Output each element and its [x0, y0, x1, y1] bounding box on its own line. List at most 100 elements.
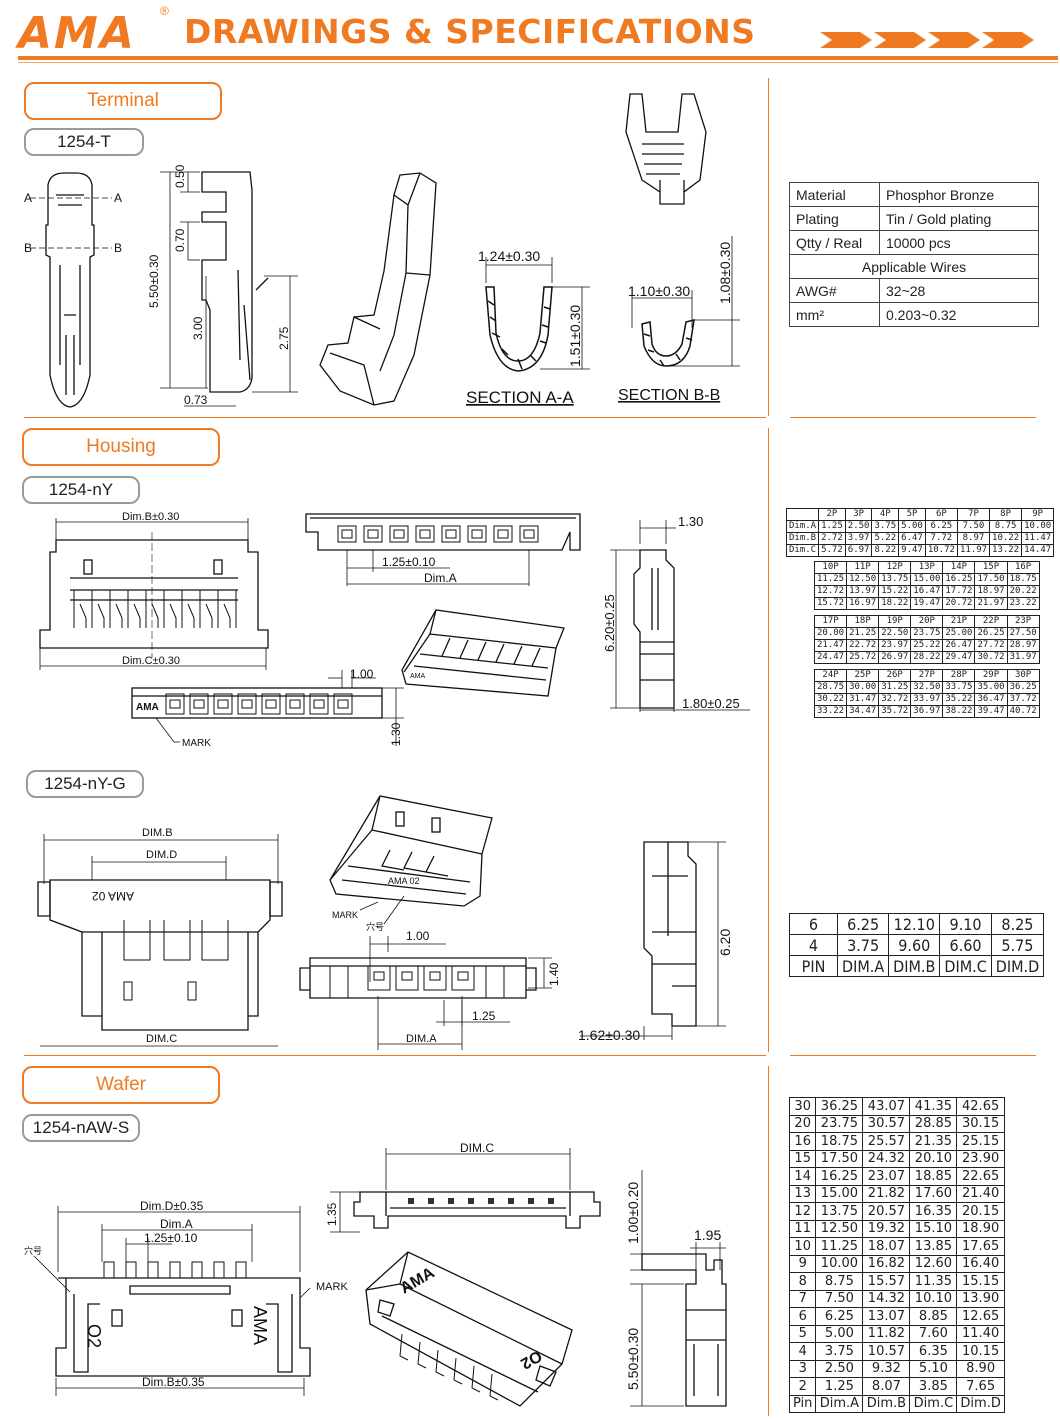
- dim-275: 2.75: [277, 326, 291, 350]
- table-cell: 30.00: [846, 681, 880, 694]
- table-cell: 2.72: [818, 532, 846, 545]
- wafer-perspective-view: AMA O2: [365, 1251, 573, 1407]
- table-cell: 10P: [813, 561, 848, 574]
- table-cell: 16.40: [956, 1254, 1005, 1273]
- spec-row-wires: Applicable Wires: [789, 254, 1039, 279]
- table-cell: 33.97: [910, 693, 944, 706]
- dim-125-g: 1.25: [472, 1009, 496, 1023]
- table-cell: 22.50: [878, 627, 912, 640]
- table-cell: 9P: [1021, 508, 1055, 521]
- table-cell: 15.72: [813, 597, 848, 610]
- table-cell: 25.72: [846, 651, 880, 664]
- table-cell: 19.47: [910, 597, 944, 610]
- housing-bottom-view: AMA MARK 1.00 1.30: [131, 667, 404, 749]
- table-cell: 14.32: [862, 1289, 911, 1308]
- table-cell: 21.40: [956, 1184, 1005, 1203]
- table-cell: 5.75: [990, 934, 1045, 956]
- table-cell: Dim.B: [785, 532, 820, 545]
- ama-mark-wafer: AMA: [250, 1306, 270, 1345]
- table-cell: 27P: [910, 669, 944, 682]
- column-divider-wafer: [768, 1066, 769, 1416]
- table-cell: Dim.A: [785, 520, 820, 533]
- section-b-b-drawing: 1.10±0.30 1.08±0.30 SECTION B-B: [618, 236, 740, 404]
- table-cell: 10.00: [815, 1254, 864, 1273]
- table-cell: 17.50: [974, 573, 1008, 586]
- table-cell: 33.75: [942, 681, 976, 694]
- section-a-a-drawing: 1.24±0.30 1.51±0.30 SECTION A-A: [466, 248, 590, 407]
- dim-135-wafer: 1.35: [325, 1202, 339, 1226]
- housing-g-side-view: 6.20 1.62±0.30: [578, 841, 733, 1043]
- table-cell: 3.75: [871, 520, 900, 533]
- dim-140-g: 1.40: [547, 962, 561, 986]
- table-cell: 10.72: [924, 544, 958, 557]
- table-cell: 20.10: [909, 1149, 958, 1168]
- table-cell: 6.25: [836, 913, 890, 935]
- table-cell: 17.65: [956, 1237, 1005, 1256]
- housing-g-bottom-view: 1.00 1.40 1.25 DIM.A: [299, 929, 561, 1050]
- dim-130-housing-bottom: 1.30: [389, 722, 403, 746]
- housing-g-part-number: 1254-nY-G: [26, 770, 144, 798]
- table-cell: 18.90: [956, 1219, 1005, 1238]
- dim-b-housing: Dim.B±0.30: [122, 511, 179, 523]
- wafer-section-label: Wafer: [22, 1066, 220, 1104]
- table-cell: 8.07: [862, 1377, 911, 1396]
- table-cell: 23.97: [878, 639, 912, 652]
- table-cell: 11.82: [862, 1324, 911, 1343]
- table-cell: DIM.A: [836, 955, 890, 977]
- dim-c-housing: Dim.C±0.30: [122, 655, 180, 667]
- table-cell: 6: [789, 913, 838, 935]
- table-cell: 5.22: [871, 532, 900, 545]
- table-cell: 6.60: [939, 934, 992, 956]
- table-cell: 26P: [878, 669, 912, 682]
- table-cell: 5: [788, 1324, 817, 1343]
- table-cell: 28.75: [813, 681, 848, 694]
- housing-top-view: 1.25±0.10 Dim.A: [305, 513, 581, 586]
- wafer-front-view: Dim.D±0.35 Dim.A 1.25±0.10 Dim.B±0.35 穴号…: [24, 1199, 348, 1396]
- wafer-part-number: 1254-nAW-S: [22, 1114, 140, 1142]
- table-cell: 18.07: [862, 1237, 911, 1256]
- table-cell: 7.60: [909, 1324, 958, 1343]
- table-cell: 11.40: [956, 1324, 1005, 1343]
- table-cell: 8: [788, 1272, 817, 1291]
- dim-300: 3.00: [191, 316, 205, 340]
- table-cell: 8.75: [989, 520, 1023, 533]
- table-cell: 13.75: [878, 573, 912, 586]
- section-a-a-label: SECTION A-A: [466, 388, 574, 407]
- spec-row-plating: Plating Tin / Gold plating: [789, 206, 1039, 231]
- table-cell: 3P: [844, 508, 873, 521]
- table-cell: [785, 508, 820, 521]
- table-cell: 10: [788, 1237, 817, 1256]
- table-cell: 14P: [942, 561, 976, 574]
- table-cell: 25.15: [956, 1132, 1005, 1151]
- spec-row-mm2: mm² 0.203~0.32: [789, 302, 1039, 327]
- table-cell: 16.25: [815, 1167, 864, 1186]
- spec-header: Applicable Wires: [789, 254, 1039, 279]
- table-cell: 30.15: [956, 1114, 1005, 1133]
- dim-050: 0.50: [173, 164, 187, 188]
- table-cell: 5.00: [898, 520, 926, 533]
- table-cell: 24P: [813, 669, 848, 682]
- table-cell: 24.32: [862, 1149, 911, 1168]
- table-cell: 23.75: [910, 627, 944, 640]
- table-cell: 16.25: [942, 573, 976, 586]
- table-cell: 11.25: [813, 573, 848, 586]
- table-cell: 43.07: [862, 1097, 911, 1116]
- table-cell: 23.07: [862, 1167, 911, 1186]
- table-cell: 18.97: [974, 585, 1008, 598]
- table-cell: 7.72: [924, 532, 958, 545]
- header-rule-thin: [18, 62, 1058, 63]
- table-cell: 36.25: [815, 1097, 864, 1116]
- dim-d-g: DIM.D: [146, 849, 177, 861]
- table-cell: Dim.B: [862, 1394, 911, 1413]
- table-cell: 20.22: [1006, 585, 1040, 598]
- terminal-spec-table: Material Phosphor Bronze Plating Tin / G…: [789, 182, 1039, 327]
- section-a-right-label: A: [114, 191, 122, 205]
- table-cell: 12.10: [888, 913, 941, 935]
